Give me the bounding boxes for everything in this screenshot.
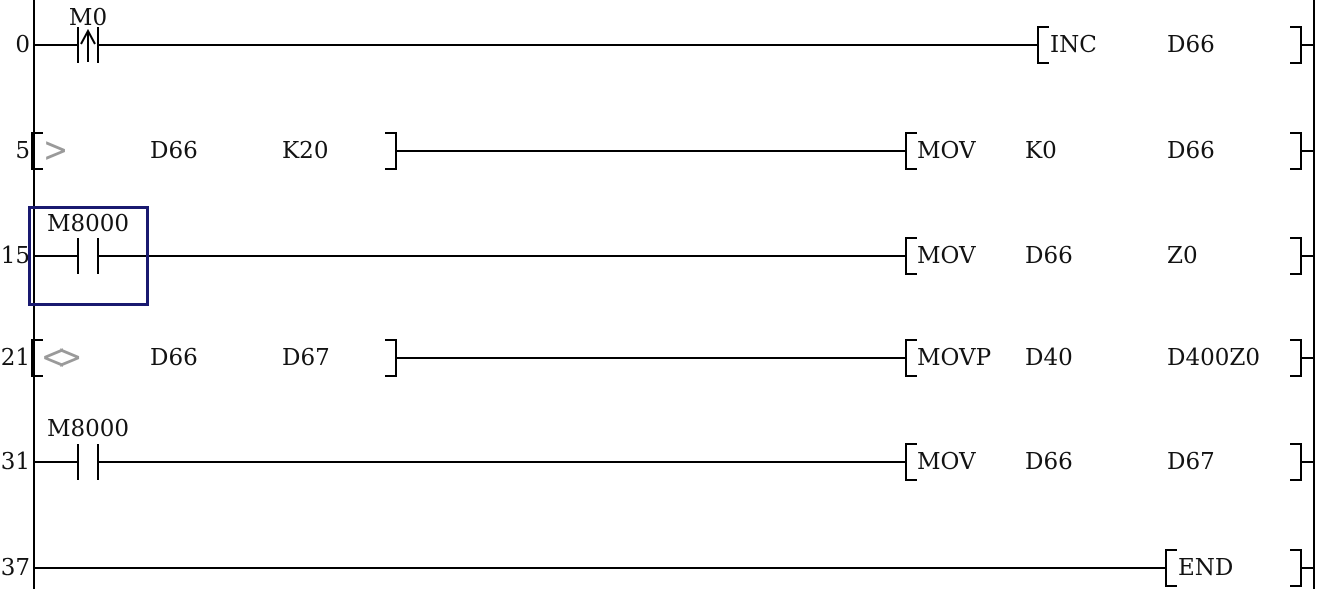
rail-connector (1302, 150, 1314, 152)
comparison-operand[interactable]: D67 (282, 345, 330, 371)
instruction-operand[interactable]: D67 (1167, 449, 1215, 475)
instruction-mnemonic[interactable]: MOV (917, 243, 976, 269)
rung-wire (395, 357, 905, 359)
instruction-close-bracket (1290, 237, 1302, 275)
step-number: 37 (0, 555, 30, 581)
contact-device-label[interactable]: M0 (68, 5, 108, 31)
instruction-close-bracket (1290, 132, 1302, 170)
step-number: 5 (15, 138, 30, 164)
instruction-close-bracket (1290, 443, 1302, 481)
instruction-operand[interactable]: D66 (1167, 32, 1215, 58)
rung-wire (99, 461, 905, 463)
contact-device-label[interactable]: M8000 (46, 416, 130, 442)
rail-connector (1302, 567, 1314, 569)
rung-wire (99, 44, 1037, 46)
contact-bar (77, 444, 79, 480)
rung-wire (34, 255, 78, 257)
instruction-close-bracket (1290, 26, 1302, 64)
contact-bar (97, 444, 99, 480)
step-number: 21 (0, 345, 30, 371)
contact-bar (97, 238, 99, 274)
instruction-operand[interactable]: D66 (1167, 138, 1215, 164)
selection-cursor (28, 206, 149, 306)
instruction-mnemonic[interactable]: INC (1050, 32, 1097, 58)
instruction-mnemonic[interactable]: END (1178, 555, 1234, 581)
rung-wire (34, 567, 1165, 569)
rising-edge-icon (80, 28, 96, 62)
instruction-operand[interactable]: D66 (1025, 449, 1073, 475)
instruction-operand[interactable]: D66 (1025, 243, 1073, 269)
comparison-operator[interactable]: <> (41, 337, 82, 378)
comparison-operator[interactable]: > (43, 130, 69, 171)
rung-wire (34, 44, 78, 46)
instruction-close-bracket (1290, 549, 1302, 587)
instruction-open-bracket (905, 443, 917, 481)
instruction-open-bracket (1037, 26, 1049, 64)
step-number: 31 (0, 449, 30, 475)
instruction-mnemonic[interactable]: MOV (917, 449, 976, 475)
rail-connector (1302, 255, 1314, 257)
instruction-mnemonic[interactable]: MOVP (917, 345, 992, 371)
rail-connector (1302, 357, 1314, 359)
rail-connector (1302, 461, 1314, 463)
comparison-operand[interactable]: D66 (150, 138, 198, 164)
contact-bar (97, 27, 99, 63)
step-number: 0 (15, 32, 30, 58)
rail-connector (1302, 44, 1314, 46)
instruction-mnemonic[interactable]: MOV (917, 138, 976, 164)
comparison-open-bracket (31, 339, 43, 377)
right-power-rail (1313, 0, 1315, 589)
instruction-open-bracket (905, 339, 917, 377)
rung-wire (34, 461, 78, 463)
left-power-rail (33, 0, 35, 589)
instruction-open-bracket (1165, 549, 1177, 587)
comparison-operand[interactable]: D66 (150, 345, 198, 371)
contact-bar (77, 238, 79, 274)
instruction-operand[interactable]: D40 (1025, 345, 1073, 371)
instruction-open-bracket (905, 237, 917, 275)
rung-wire (99, 255, 905, 257)
rung-wire (395, 150, 905, 152)
instruction-open-bracket (905, 132, 917, 170)
step-number: 15 (0, 243, 30, 269)
instruction-close-bracket (1290, 339, 1302, 377)
comparison-operand[interactable]: K20 (282, 138, 329, 164)
instruction-operand[interactable]: D400Z0 (1167, 345, 1260, 371)
instruction-operand[interactable]: Z0 (1167, 243, 1198, 269)
instruction-operand[interactable]: K0 (1025, 138, 1057, 164)
contact-device-label[interactable]: M8000 (46, 211, 130, 237)
comparison-open-bracket (31, 132, 43, 170)
contact-bar (77, 27, 79, 63)
